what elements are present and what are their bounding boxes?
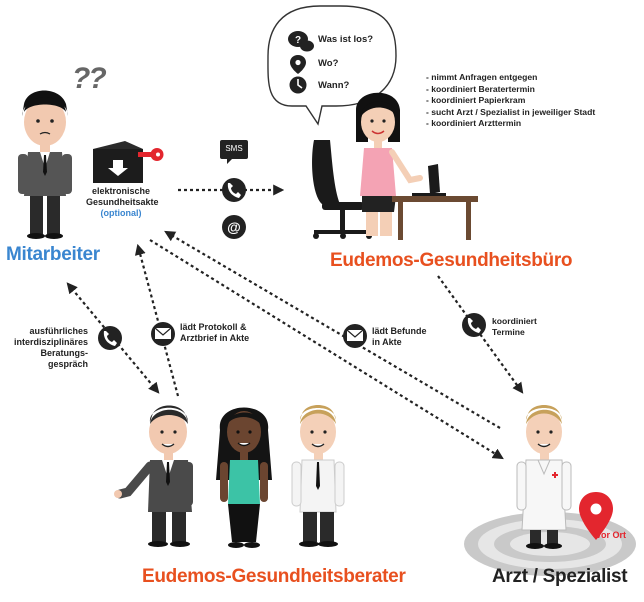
arzt-figure bbox=[516, 405, 572, 549]
flow-arrows bbox=[66, 184, 524, 460]
key-icon bbox=[138, 148, 164, 161]
buero-task-list: - nimmt Anfragen entgegen - koordiniert … bbox=[426, 72, 595, 130]
svg-text:?: ? bbox=[295, 35, 301, 46]
svg-text:@: @ bbox=[227, 219, 241, 235]
at-icon: @ bbox=[222, 215, 246, 239]
flow-termine-line: Termine bbox=[492, 327, 525, 337]
arzt-label: Arzt / Spezialist bbox=[492, 566, 628, 587]
speech-bubble: ? bbox=[267, 5, 397, 126]
flow-beratung-label: ausführliches interdisziplinäres Beratun… bbox=[8, 326, 88, 370]
flow-protokoll-line: Arztbrief in Akte bbox=[180, 333, 250, 343]
clock-icon bbox=[289, 76, 307, 94]
phone-icon-termine bbox=[462, 313, 486, 337]
flow-beratung-line: Beratungs- bbox=[40, 348, 88, 358]
berater-man-left bbox=[114, 405, 193, 547]
flow-termine-label: koordiniert Termine bbox=[492, 316, 537, 338]
envelope-icon-protokoll bbox=[151, 322, 175, 346]
buero-label: Eudemos-Gesundheitsbüro bbox=[330, 250, 573, 271]
berater-woman-center bbox=[216, 407, 272, 548]
buero-task: - koordiniert Papierkram bbox=[426, 95, 526, 106]
buero-woman-figure bbox=[356, 92, 423, 236]
berater-label: Eudemos-Gesundheitsberater bbox=[142, 566, 406, 587]
phone-icon-beratung bbox=[98, 326, 122, 350]
flow-protokoll-line: lädt Protokoll & bbox=[180, 322, 247, 332]
sms-icon bbox=[220, 140, 248, 164]
mitarbeiter-figure bbox=[18, 90, 72, 239]
buero-task: - sucht Arzt / Spezialist in jeweiliger … bbox=[426, 106, 596, 117]
laptop-icon bbox=[412, 164, 446, 196]
flow-beratung-line: interdisziplinäres bbox=[13, 337, 88, 347]
akte-label: elektronische Gesundheitsakte (optional) bbox=[86, 186, 159, 219]
flow-beratung-line: gespräch bbox=[47, 359, 88, 369]
health-record-box-icon bbox=[93, 141, 143, 183]
location-pin-icon bbox=[290, 55, 306, 74]
vor-ort-label: vor Ort bbox=[596, 530, 627, 540]
akte-line1: elektronische bbox=[91, 186, 151, 196]
flow-protokoll-label: lädt Protokoll & Arztbrief in Akte bbox=[180, 322, 249, 344]
bubble-when-text: Wann? bbox=[318, 80, 350, 91]
envelope-icon-befunde bbox=[343, 324, 367, 348]
flow-termine-line: koordiniert bbox=[492, 316, 537, 326]
phone-icon bbox=[222, 178, 246, 202]
akte-optional: (optional) bbox=[100, 208, 142, 218]
flow-befunde-label: lädt Befunde in Akte bbox=[372, 326, 427, 348]
mitarbeiter-label: Mitarbeiter bbox=[6, 244, 100, 265]
flow-befunde-line: lädt Befunde bbox=[372, 326, 427, 336]
berater-man-right bbox=[291, 405, 345, 547]
red-cross-icon bbox=[552, 472, 558, 478]
arrow-arzt-to-mitarbeiter bbox=[164, 230, 501, 429]
desk bbox=[392, 196, 478, 240]
arrow-berater-to-mitarbeiter bbox=[134, 243, 180, 397]
buero-task: - koordiniert Arzttermin bbox=[426, 118, 522, 129]
buero-task: - nimmt Anfragen entgegen bbox=[426, 72, 538, 82]
flow-befunde-line: in Akte bbox=[372, 337, 402, 347]
question-marks: ?? bbox=[72, 62, 107, 95]
akte-line2: Gesundheitsakte bbox=[86, 197, 159, 207]
buero-task: - koordiniert Beratertermin bbox=[426, 83, 535, 94]
flow-beratung-line: ausführliches bbox=[29, 326, 88, 336]
question-chat-icon: ? bbox=[288, 31, 314, 52]
bubble-where-text: Wo? bbox=[318, 58, 339, 69]
sms-label: SMS bbox=[225, 144, 243, 153]
bubble-question-text: Was ist los? bbox=[318, 34, 374, 45]
vor-ort-pin-icon bbox=[579, 492, 613, 540]
